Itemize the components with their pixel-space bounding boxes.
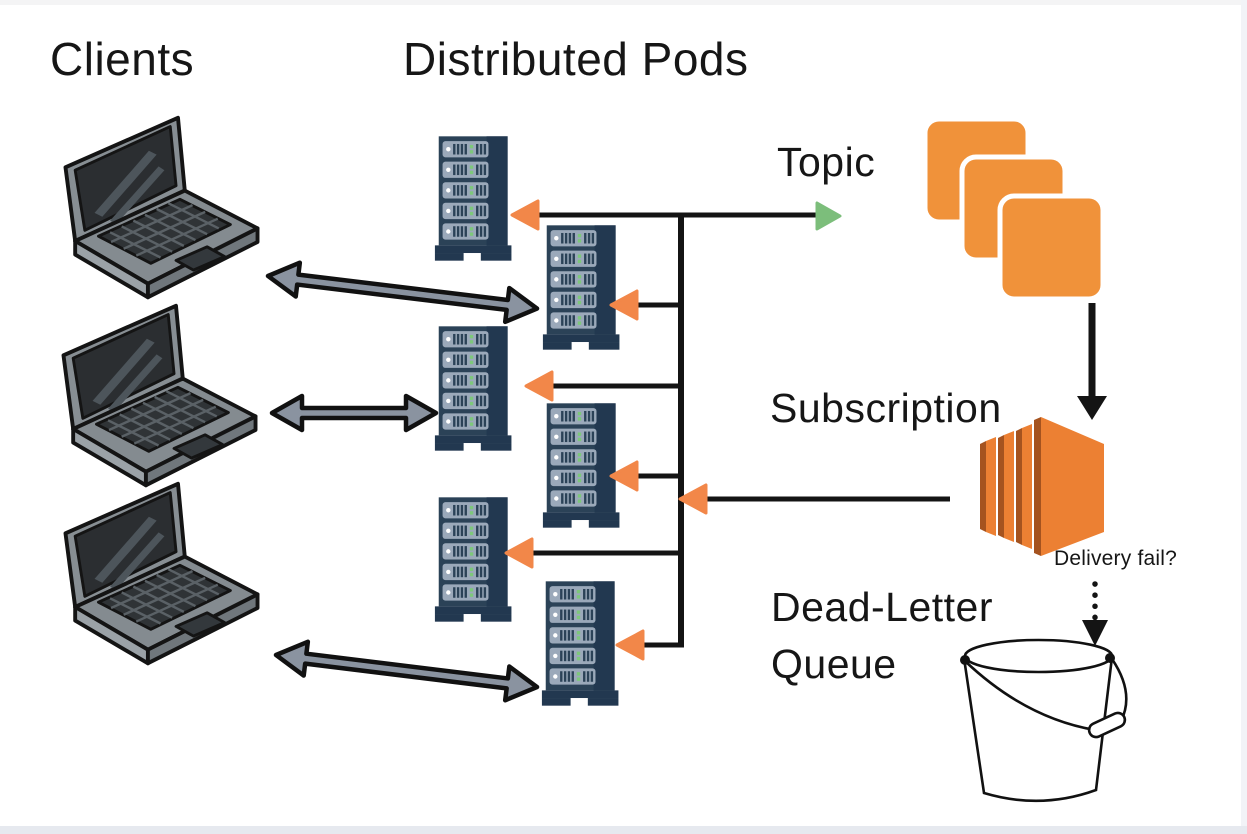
server-rack-icon — [540, 580, 628, 707]
server-rack-icon — [541, 402, 629, 529]
clients-heading: Clients — [50, 33, 195, 85]
laptop-icon — [58, 478, 265, 672]
orange-arrowhead — [678, 483, 708, 515]
client-pod-arrow — [273, 639, 540, 703]
dead-letter-line: Dead-Letter — [771, 584, 994, 630]
server-rack-icon — [541, 224, 629, 351]
green-arrowhead — [815, 201, 842, 231]
page-edge-right — [1241, 0, 1247, 834]
topic-to-subscription-arrow — [1077, 303, 1107, 420]
laptop-icon — [58, 112, 265, 306]
client-pod-arrow — [269, 393, 439, 433]
server-rack-icon — [433, 325, 521, 452]
dead-letter-queue-label: Dead-Letter Queue — [771, 584, 994, 688]
bucket-icon — [960, 638, 1128, 803]
distributed-pods-heading: Distributed Pods — [403, 33, 749, 85]
delivery-fail-label: Delivery fail? — [1054, 547, 1178, 570]
orange-arrowhead — [524, 370, 554, 402]
topic-label: Topic — [777, 139, 876, 185]
page-edge-top — [0, 0, 1247, 5]
server-rack-icon — [433, 496, 521, 623]
queue-line: Queue — [771, 640, 897, 687]
subscription-label: Subscription — [770, 385, 1002, 431]
laptop-icon — [56, 300, 263, 494]
stacked-squares-icon — [922, 116, 1106, 302]
layered-panels-icon — [980, 417, 1104, 556]
client-pod-arrow — [265, 260, 540, 325]
server-rack-icon — [433, 135, 521, 262]
page-edge-bottom — [0, 826, 1247, 834]
